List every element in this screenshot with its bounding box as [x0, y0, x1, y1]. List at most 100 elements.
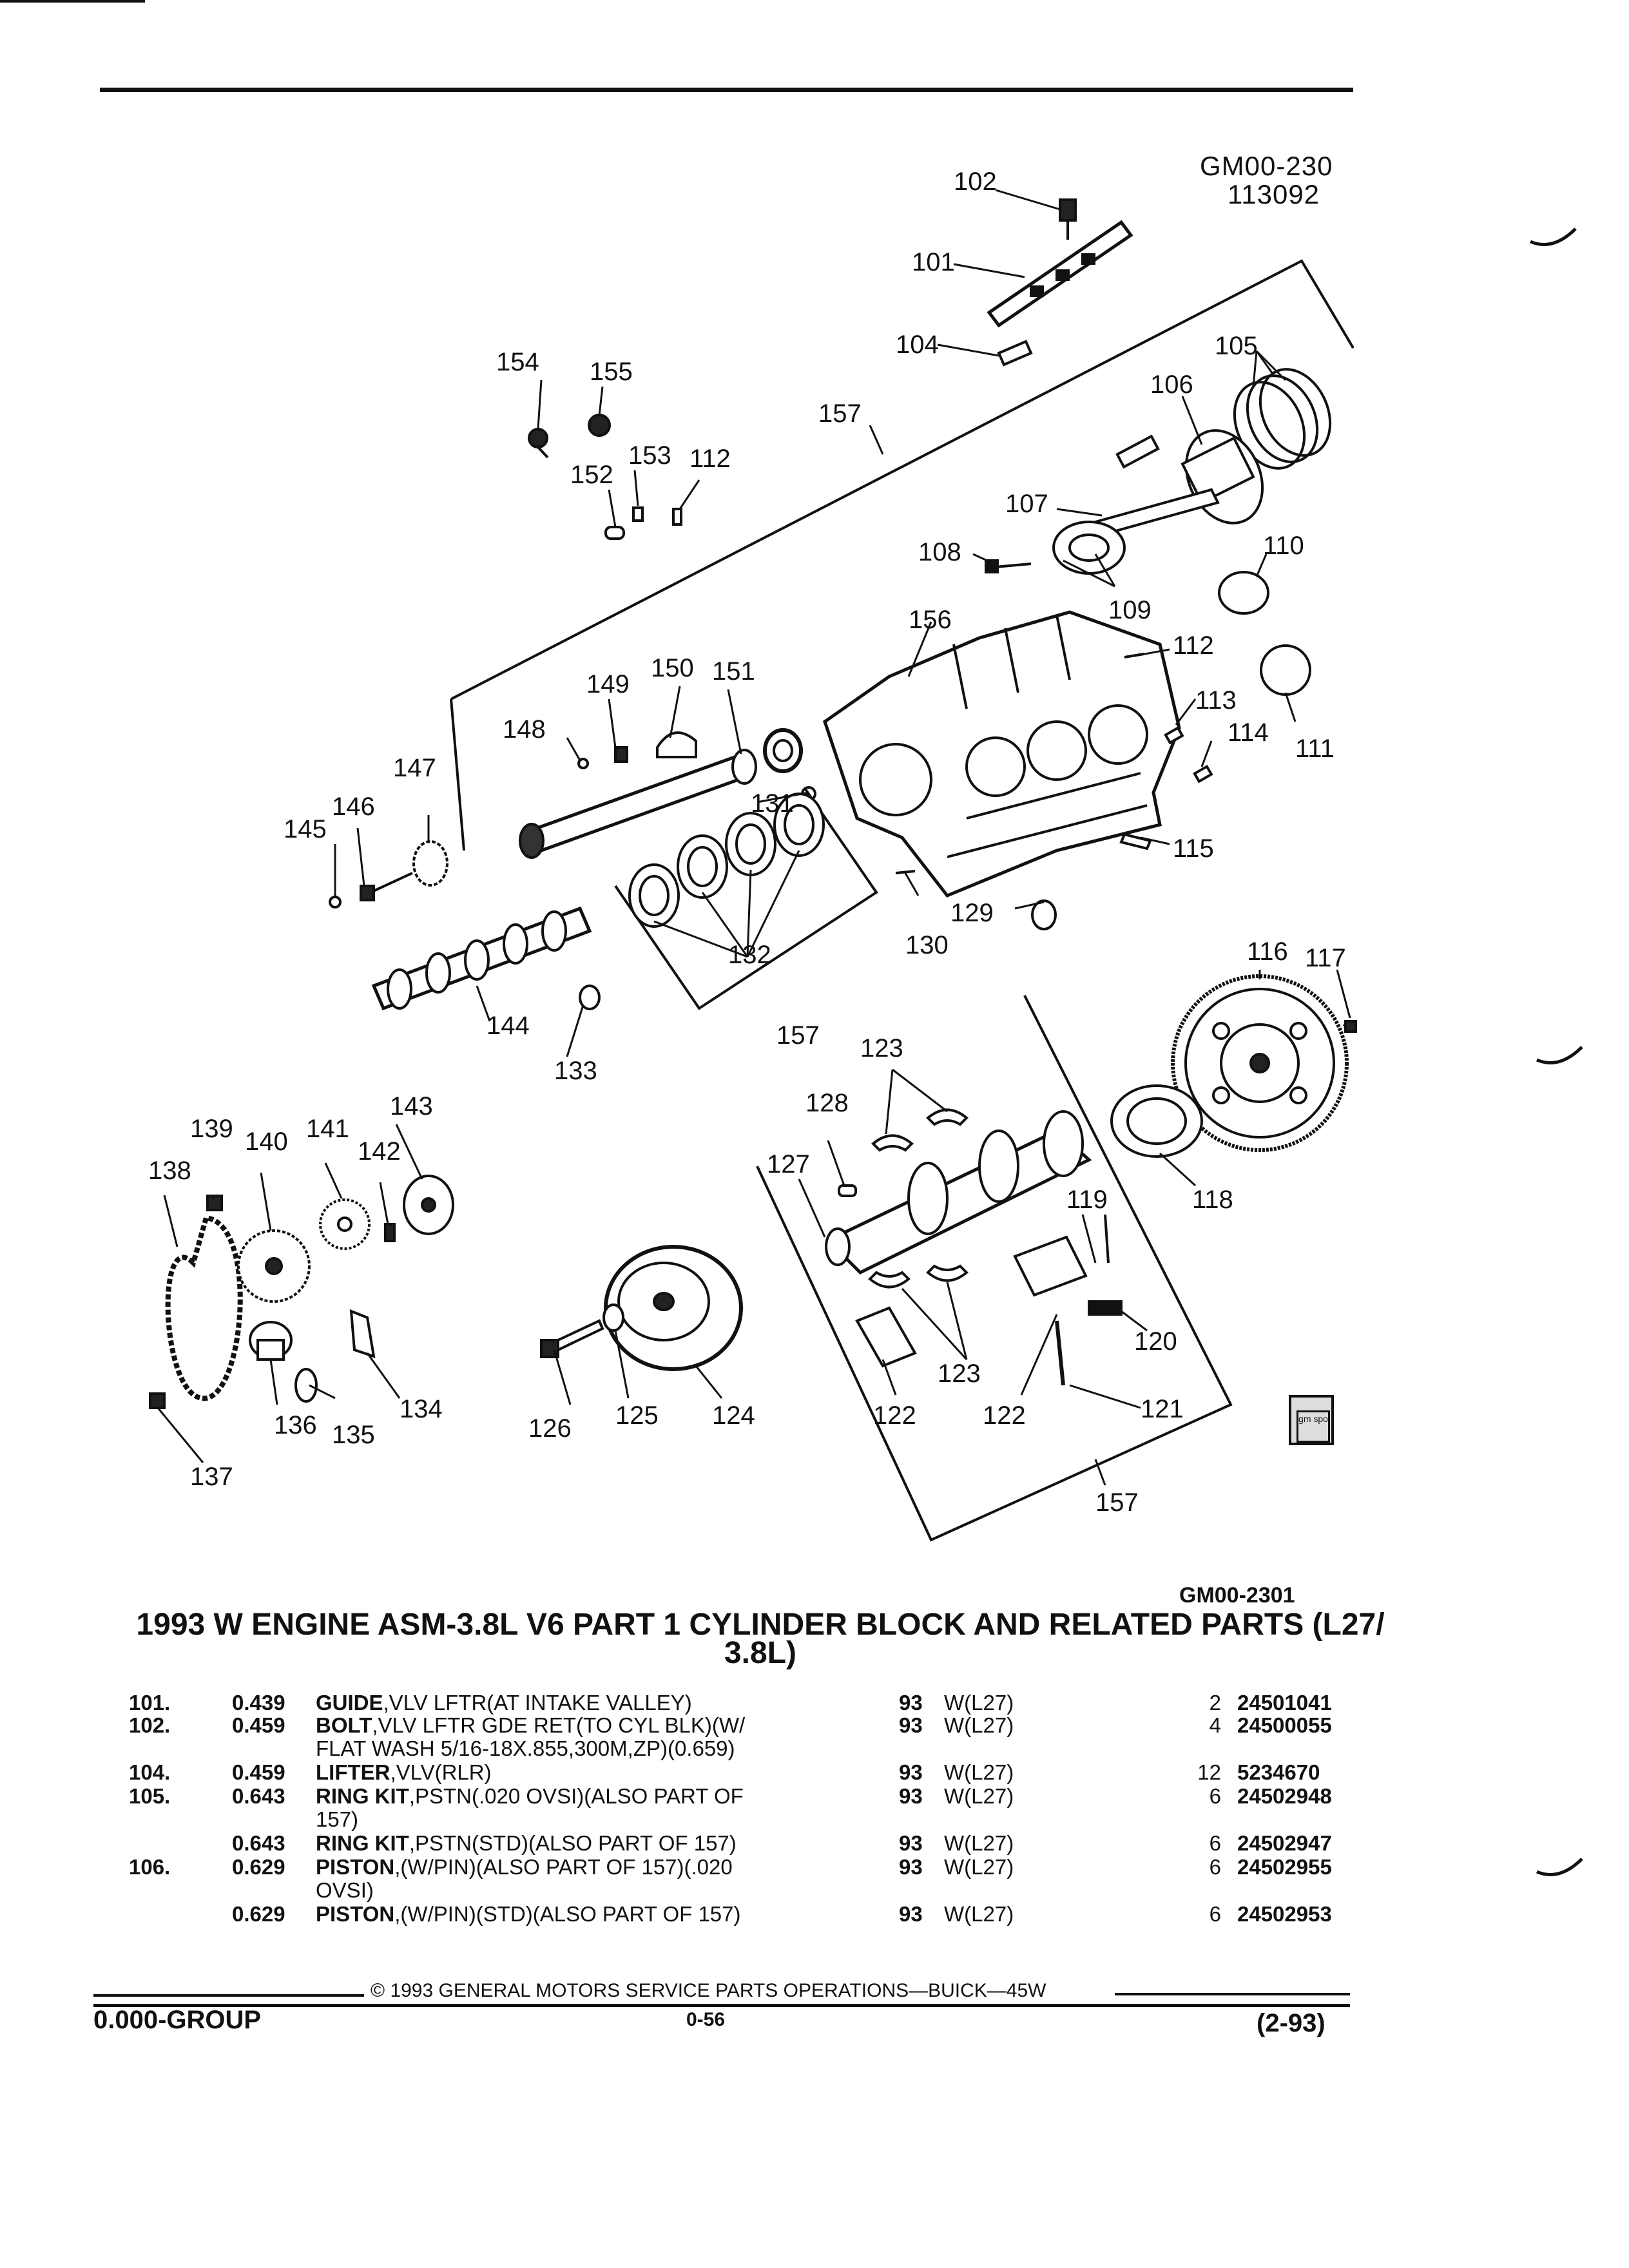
callout-152: 152 — [570, 461, 613, 489]
callout-115: 115 — [1173, 834, 1214, 863]
callout-114: 114 — [1228, 718, 1269, 747]
part-level: 0.629 — [232, 1902, 285, 1926]
section-title: 1993 W ENGINE ASM-3.8L V6 PART 1 CYLINDE… — [116, 1608, 1405, 1670]
timing-chain-138 — [165, 1215, 243, 1401]
part-level: 0.459 — [232, 1713, 285, 1737]
callout-135: 135 — [332, 1421, 375, 1449]
part-name: GUIDE — [316, 1691, 383, 1715]
callout-129: 129 — [950, 899, 994, 927]
part-quantity: 6 — [1209, 1831, 1221, 1855]
callout-112-top: 112 — [689, 445, 731, 473]
figure-date: 113092 — [1228, 179, 1320, 209]
callout-122-right: 122 — [983, 1401, 1026, 1430]
footer-copyright: © 1993 GENERAL MOTORS SERVICE PARTS OPER… — [371, 1980, 1046, 2001]
callout-157-top: 157 — [818, 399, 862, 428]
callout-134: 134 — [400, 1395, 443, 1423]
footer-date: (2-93) — [1257, 2009, 1325, 2037]
kit-157-outline-bearings — [614, 788, 878, 1010]
section-title-line1: 1993 W ENGINE ASM-3.8L V6 PART 1 CYLINDE… — [136, 1608, 1385, 1642]
engine-block-156 — [823, 610, 1181, 898]
callout-107: 107 — [1005, 490, 1048, 518]
callout-117: 117 — [1305, 944, 1346, 972]
part-description-line1: ,(W/PIN)(ALSO PART OF 157)(.020 — [394, 1855, 733, 1879]
section-title-line2: 3.8L) — [724, 1636, 797, 1670]
callout-112-mid: 112 — [1173, 631, 1214, 660]
figure-code: GM00-230 — [1200, 151, 1333, 181]
part-level: 0.439 — [232, 1691, 285, 1715]
gm-spo-badge-text: gm spo — [1296, 1410, 1330, 1443]
callout-121: 121 — [1141, 1395, 1184, 1423]
part-quantity: 12 — [1197, 1760, 1221, 1784]
callout-153: 153 — [628, 441, 671, 470]
callout-116: 116 — [1247, 937, 1288, 966]
part-name: RING KIT — [316, 1784, 409, 1808]
part-year: 93 — [899, 1831, 923, 1855]
callout-137: 137 — [190, 1463, 233, 1491]
part-catalog-number: 24500055 — [1237, 1713, 1332, 1737]
callout-157-mid: 157 — [776, 1021, 820, 1050]
scan-mark-1 — [1530, 227, 1577, 246]
part-model: W(L27) — [944, 1831, 1014, 1855]
callout-108: 108 — [918, 538, 961, 566]
part-year: 93 — [899, 1691, 923, 1715]
callout-118: 118 — [1192, 1186, 1233, 1214]
callout-132: 132 — [728, 941, 771, 969]
part-name: PISTON — [316, 1902, 395, 1926]
callout-126: 126 — [528, 1414, 572, 1443]
callout-147: 147 — [393, 754, 436, 782]
part-description-line1: ,VLV LFTR GDE RET(TO CYL BLK)(W/ — [372, 1713, 746, 1737]
part-model: W(L27) — [944, 1855, 1014, 1879]
callout-146: 146 — [332, 793, 375, 821]
part-name: LIFTER — [316, 1760, 390, 1784]
callout-154: 154 — [496, 348, 539, 376]
callout-127: 127 — [767, 1150, 810, 1178]
callout-156: 156 — [909, 606, 952, 634]
part-quantity: 6 — [1209, 1855, 1221, 1879]
callout-120: 120 — [1134, 1327, 1177, 1356]
part-description-line2: 157) — [316, 1807, 359, 1831]
callout-101: 101 — [912, 248, 955, 276]
callout-144: 144 — [487, 1012, 530, 1040]
part-quantity: 6 — [1209, 1784, 1221, 1808]
callout-110: 110 — [1263, 532, 1304, 560]
callout-133: 133 — [554, 1057, 597, 1085]
part-model: W(L27) — [944, 1760, 1014, 1784]
callout-111: 111 — [1295, 735, 1335, 763]
callout-157-bottom: 157 — [1095, 1488, 1139, 1517]
gm-spo-badge: gm spo — [1289, 1395, 1334, 1445]
part-model: W(L27) — [944, 1691, 1014, 1715]
part-description: BOLT,VLV LFTR GDE RET(TO CYL BLK)(W/FLAT… — [316, 1714, 870, 1760]
callout-136: 136 — [274, 1411, 317, 1439]
footer-rule-full — [93, 2004, 1350, 2007]
part-quantity: 2 — [1209, 1691, 1221, 1715]
part-description-line1: ,VLV LFTR(AT INTAKE VALLEY) — [383, 1691, 692, 1715]
callout-131: 131 — [751, 789, 794, 818]
part-description-line2: OVSI) — [316, 1878, 374, 1902]
part-year: 93 — [899, 1784, 923, 1808]
part-catalog-number: 24502953 — [1237, 1902, 1332, 1926]
callout-142: 142 — [358, 1137, 401, 1166]
callout-130: 130 — [905, 931, 949, 959]
footer-page: 0-56 — [686, 2009, 726, 2030]
part-description-line1: ,VLV(RLR) — [390, 1760, 492, 1784]
part-model: W(L27) — [944, 1713, 1014, 1737]
part-catalog-number: 24502948 — [1237, 1784, 1332, 1808]
part-quantity: 4 — [1209, 1713, 1221, 1737]
part-description: PISTON,(W/PIN)(STD)(ALSO PART OF 157) — [316, 1903, 870, 1926]
callout-113: 113 — [1195, 686, 1237, 715]
scan-mark-3 — [1536, 1858, 1583, 1876]
part-description-line2: FLAT WASH 5/16-18X.855,300M,ZP)(0.659) — [316, 1736, 735, 1760]
callout-148: 148 — [503, 715, 546, 744]
callout-141: 141 — [306, 1115, 349, 1143]
part-description-line1: ,(W/PIN)(STD)(ALSO PART OF 157) — [394, 1902, 741, 1926]
footer-rule-right — [1115, 1993, 1350, 1995]
callout-106: 106 — [1150, 370, 1193, 399]
part-year: 93 — [899, 1855, 923, 1879]
part-model: W(L27) — [944, 1902, 1014, 1926]
part-level: 0.629 — [232, 1855, 285, 1879]
